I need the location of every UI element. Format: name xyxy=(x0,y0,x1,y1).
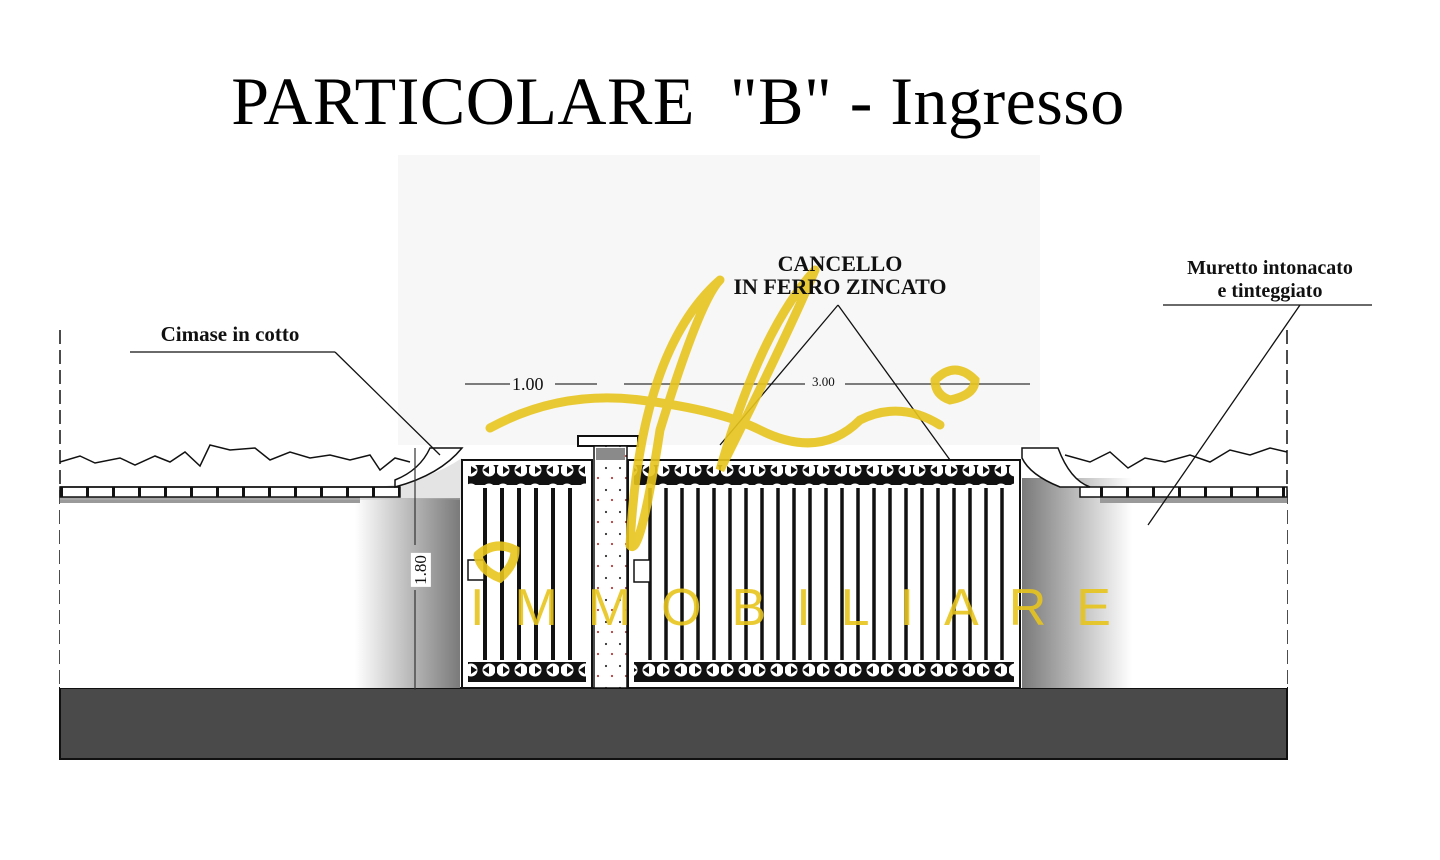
gate-pillar xyxy=(577,435,639,689)
dimension-wall-height: 1.80 xyxy=(410,553,431,587)
watermark-text: IMMOBILIARE xyxy=(470,579,1141,637)
dimension-pedestrian-width: 1.00 xyxy=(512,374,544,394)
drawing-title: PARTICOLARE "B" - Ingresso xyxy=(231,63,1125,139)
watermark-monogram xyxy=(473,265,980,584)
cimase-label: Cimase in cotto xyxy=(160,322,300,346)
left-wall xyxy=(59,330,464,688)
muretto-label-line1: Muretto intonacato xyxy=(1187,257,1353,279)
ground-slab xyxy=(59,687,1288,760)
pedestrian-gate xyxy=(461,459,593,689)
right-wall xyxy=(1020,330,1288,688)
cancello-label-line1: CANCELLO xyxy=(777,251,903,276)
dimension-vehicle-width: 3.00 xyxy=(812,374,835,389)
cancello-label-line2: IN FERRO ZINCATO xyxy=(733,274,947,299)
vehicle-gate xyxy=(627,459,1021,689)
muretto-label-line2: e tinteggiato xyxy=(1217,280,1323,302)
